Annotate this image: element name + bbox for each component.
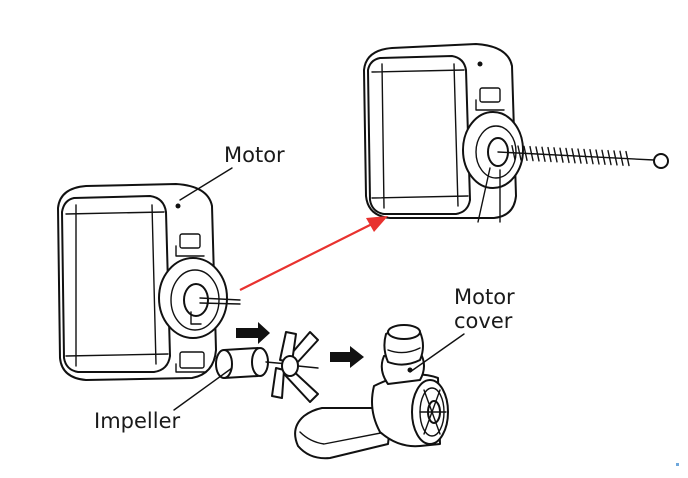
motor-cover-leader xyxy=(409,333,465,373)
corner-mark xyxy=(676,463,679,466)
cleaning-brush xyxy=(497,145,669,169)
label-motor-cover-line2: cover xyxy=(454,309,513,333)
impeller-leader xyxy=(173,367,233,411)
label-impeller: Impeller xyxy=(94,409,180,433)
motor-leader xyxy=(179,167,233,201)
motor-unit-left xyxy=(57,183,241,381)
label-motor-cover-line1: Motor xyxy=(454,285,515,309)
motor-cover xyxy=(294,324,449,460)
label-motor: Motor xyxy=(224,143,285,167)
motor-unit-top xyxy=(363,43,524,223)
flow-arrow-1 xyxy=(236,322,270,344)
impeller xyxy=(215,331,319,403)
highlight-arrow xyxy=(239,216,388,291)
flow-arrow-2 xyxy=(330,346,364,368)
